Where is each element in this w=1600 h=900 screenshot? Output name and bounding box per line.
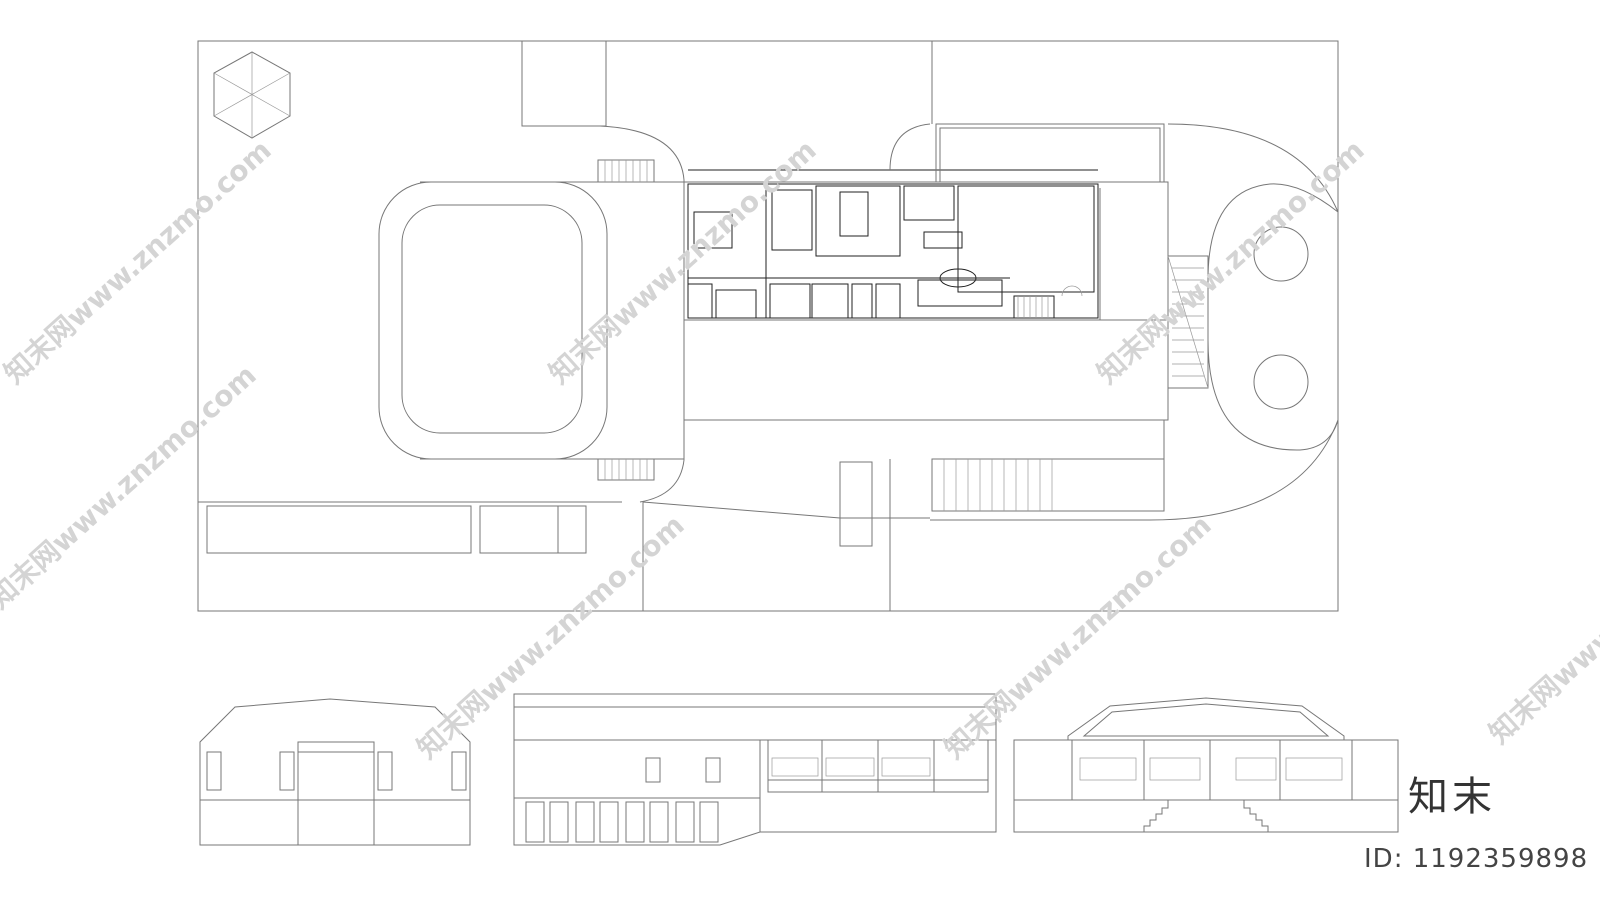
- stair-top-left: [597, 159, 655, 183]
- brand-logo-text: 知末: [1408, 774, 1496, 820]
- watermark-text: 知末网www.znzmo.com: [0, 358, 263, 615]
- round-planter: [1253, 226, 1309, 282]
- stair-bottom-center: [943, 459, 1053, 511]
- entrance-steps: [1143, 799, 1269, 832]
- site-plan: [197, 40, 1339, 612]
- oval-track: [378, 181, 608, 460]
- long-elevation: [513, 693, 997, 846]
- garage-doors: [525, 801, 719, 843]
- floor-plan: [687, 169, 1099, 319]
- glazed-bays: [767, 739, 989, 793]
- drawing-id-label: ID: 1192359898: [1364, 844, 1589, 874]
- side-elevation: [199, 698, 471, 846]
- front-elevation: [1013, 697, 1399, 833]
- watermark-text: 知末网www.znzmo.com: [411, 508, 691, 765]
- watermark-text: 知末网www.znzmo.com: [0, 133, 278, 390]
- watermark-text: 知末网www.znzmo.com: [1091, 133, 1371, 390]
- watermark-layer: 知末网www.znzmo.com 知末网www.znzmo.com 知末网www…: [0, 133, 1600, 765]
- watermark-text: 知末网www.znzmo.com: [1483, 493, 1600, 750]
- stair-bottom-left: [597, 458, 655, 481]
- watermark-text: 知末网www.znzmo.com: [938, 508, 1218, 765]
- round-planter: [1253, 354, 1309, 410]
- hexagon-north-icon: [213, 51, 291, 139]
- stair-right: [1167, 255, 1209, 389]
